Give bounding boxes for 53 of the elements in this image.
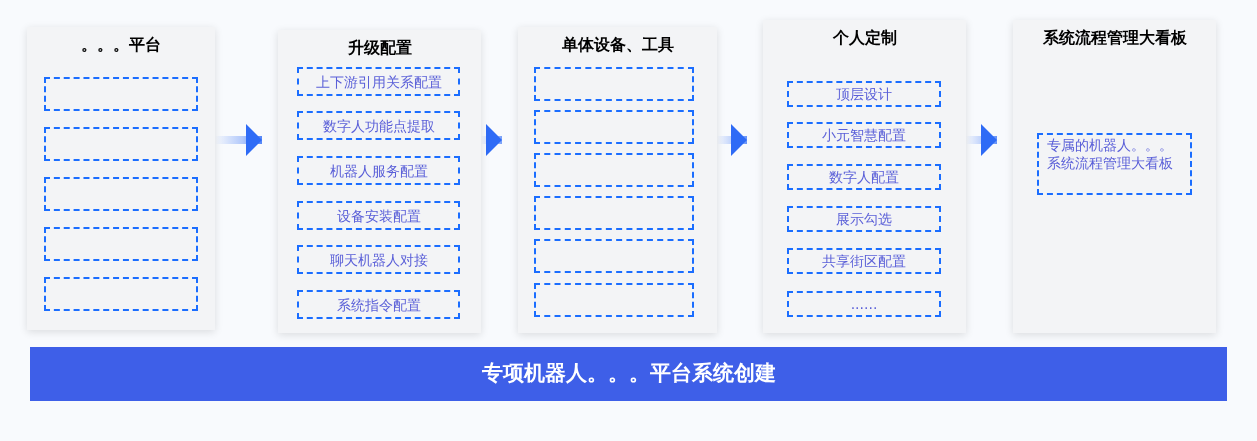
column-panel xyxy=(278,30,481,333)
dashed-box xyxy=(297,67,460,96)
box-label: 上下游引用关系配置 xyxy=(315,72,442,91)
dashed-box xyxy=(297,111,460,140)
dashed-box xyxy=(297,245,460,274)
column-panel xyxy=(763,20,966,333)
dashed-box xyxy=(1037,133,1192,195)
empty-dashed-box xyxy=(534,67,694,101)
box-label: 展示勾选 xyxy=(836,210,892,228)
empty-dashed-box xyxy=(44,277,198,311)
box-label: 机器人服务配置 xyxy=(329,161,428,180)
empty-dashed-box xyxy=(534,239,694,273)
dashed-box xyxy=(787,81,941,107)
panel-title: 。。。平台 xyxy=(80,34,162,56)
empty-dashed-box xyxy=(44,177,198,211)
column-panel xyxy=(1013,20,1216,333)
empty-dashed-box xyxy=(44,77,198,111)
box-label: 数字人配置 xyxy=(829,168,899,186)
empty-dashed-box xyxy=(534,196,694,230)
panel-title: 系统流程管理大看板 xyxy=(1041,27,1188,49)
box-label: 系统指令配置 xyxy=(336,295,421,314)
column-panel xyxy=(518,27,717,333)
box-label: 顶层设计 xyxy=(836,85,892,103)
box-label: 聊天机器人对接 xyxy=(329,250,428,269)
panel-title: 个人定制 xyxy=(831,27,898,49)
empty-dashed-box xyxy=(44,227,198,261)
box-label: 小元智慧配置 xyxy=(822,126,906,144)
empty-dashed-box xyxy=(534,110,694,144)
banner-title: 专项机器人。。。平台系统创建 xyxy=(481,360,776,388)
arrow xyxy=(717,124,747,156)
dashed-box xyxy=(787,164,941,190)
box-label: 共享街区配置 xyxy=(822,252,906,270)
empty-dashed-box xyxy=(44,127,198,161)
empty-dashed-box xyxy=(534,283,694,317)
dashed-box xyxy=(787,248,941,274)
dashed-box xyxy=(787,122,941,148)
dashed-box xyxy=(787,206,941,232)
box-label: 专属的机器人。。。系统流程管理大看板 xyxy=(1047,136,1174,172)
column-panel xyxy=(27,27,215,330)
banner xyxy=(30,347,1227,401)
dashed-box xyxy=(787,291,941,317)
box-label: 数字人功能点提取 xyxy=(322,116,435,135)
dashed-box xyxy=(297,201,460,230)
dashed-box xyxy=(297,290,460,319)
arrow xyxy=(481,124,502,156)
box-label: ...... xyxy=(850,295,878,313)
dashed-box xyxy=(297,156,460,185)
empty-dashed-box xyxy=(534,153,694,187)
arrow xyxy=(966,124,997,156)
box-label: 设备安装配置 xyxy=(336,206,421,225)
panel-title: 升级配置 xyxy=(346,37,413,59)
arrow xyxy=(215,124,262,156)
panel-title: 单体设备、工具 xyxy=(560,34,675,56)
